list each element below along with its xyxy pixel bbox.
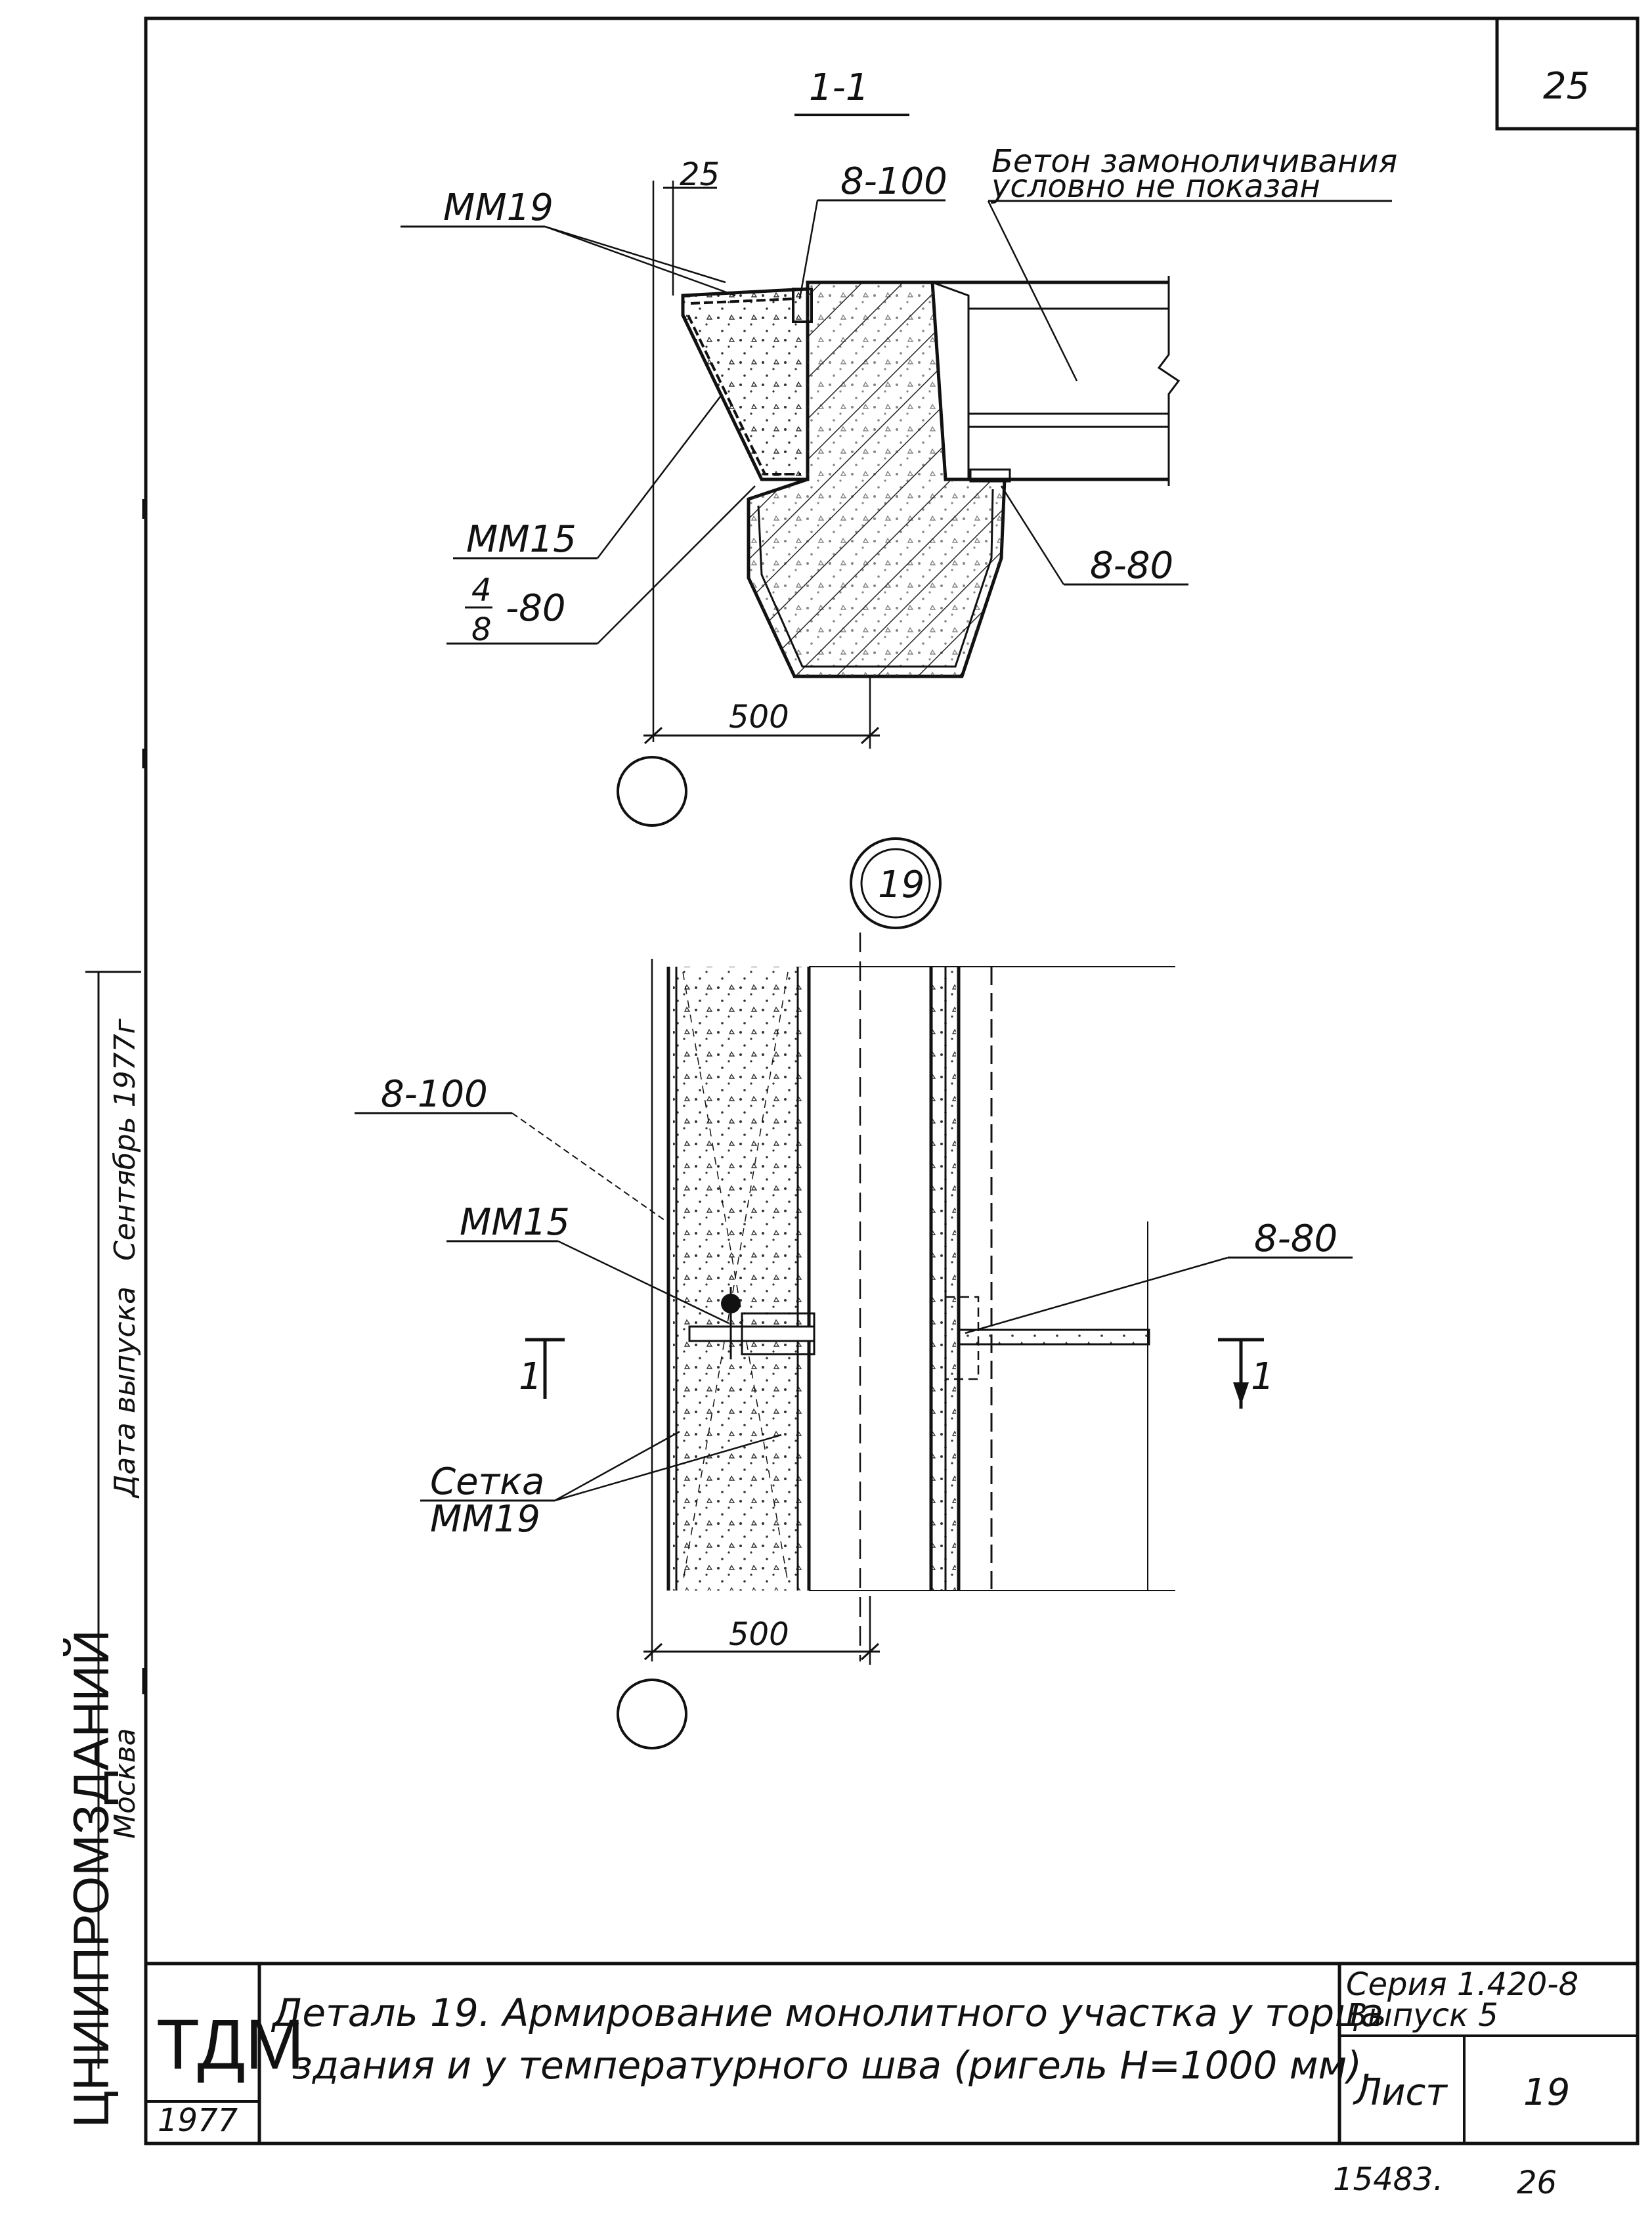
side-margin: ЦНИИПРОМЗДАНИЙ Москва Дата выпуска Сентя… [63,971,142,2128]
label-mm15: ММ15 [466,518,576,561]
concrete-note-line2: условно не показан [990,168,1320,205]
series-label: Серия 1.420-8 [1346,1966,1578,2003]
label-frac-top: 4 [471,572,492,609]
plan-view: 8-100 ММ15 8-80 Сетка ММ19 1 1 50 [355,933,1353,1749]
monolithic-concrete [681,287,810,481]
title-line1: Деталь 19. Армирование монолитного участ… [271,1990,1383,2035]
label-mm19: ММ19 [443,187,554,229]
sheet-number: 19 [1523,2071,1570,2114]
plan-bar-left [688,1325,815,1342]
label-8-100: 8-100 [840,160,947,203]
svg-text:1: 1 [1251,1355,1274,1398]
dim-500-section: 500 [729,699,789,736]
plan-label-8-80: 8-80 [1254,1218,1337,1260]
plan-label-mesh-line2: ММ19 [430,1498,540,1541]
label-8-80: 8-80 [1090,544,1173,587]
issue-label: Выпуск 5 [1346,1997,1498,2034]
mesh-mm19-outline [687,297,801,475]
section-title: 1-1 [809,66,869,109]
section-1-1: 25 ММ19 8-100 ММ15 4 8 [401,156,1188,827]
title-block [146,1964,1638,2143]
label-frac-bottom: 8 [471,611,492,648]
detail-number: 19 [878,864,924,906]
side-org: ЦНИИПРОМЗДАНИЙ [63,1629,120,2128]
cut-mark-left: 1 [519,1338,565,1399]
axis-bubble-plan [617,1679,687,1749]
dim-500-plan: 500 [729,1616,789,1653]
org-stamp: ТДМ [156,2004,305,2084]
plan-label-mm15: ММ15 [460,1201,570,1244]
sheet-label: Лист [1353,2071,1448,2114]
concrete-note-line1: Бетон замоноличивания [991,143,1397,180]
sheet-frame [142,16,1640,2145]
corner-number-box: 25 [1495,18,1638,131]
page-number: 26 [1517,2164,1557,2201]
cut-mark-right: 1 [1218,1338,1274,1409]
plan-monolithic-strip [673,967,804,1591]
corner-number: 25 [1543,65,1590,108]
plan-label-8-100: 8-100 [381,1073,488,1116]
label-frac-suffix: -80 [506,587,565,630]
plan-label-mesh-line1: Сетка [430,1461,544,1503]
title-year: 1977 [158,2102,238,2139]
detail-marker: 19 [850,837,942,929]
break-line [1157,276,1181,486]
axis-bubble-section [617,756,687,827]
svg-text:1: 1 [519,1355,542,1398]
title-line2: здания и у температурного шва (ригель Н=… [292,2043,1374,2088]
side-date-label: Дата выпуска [108,1286,142,1499]
archive-number: 15483. [1333,2161,1443,2198]
concrete-note-pointer [987,200,1078,382]
plan-bar-right [957,1329,1150,1346]
side-city: Москва [108,1728,142,1839]
side-date-value: Сентябрь 1977г [108,1018,142,1261]
